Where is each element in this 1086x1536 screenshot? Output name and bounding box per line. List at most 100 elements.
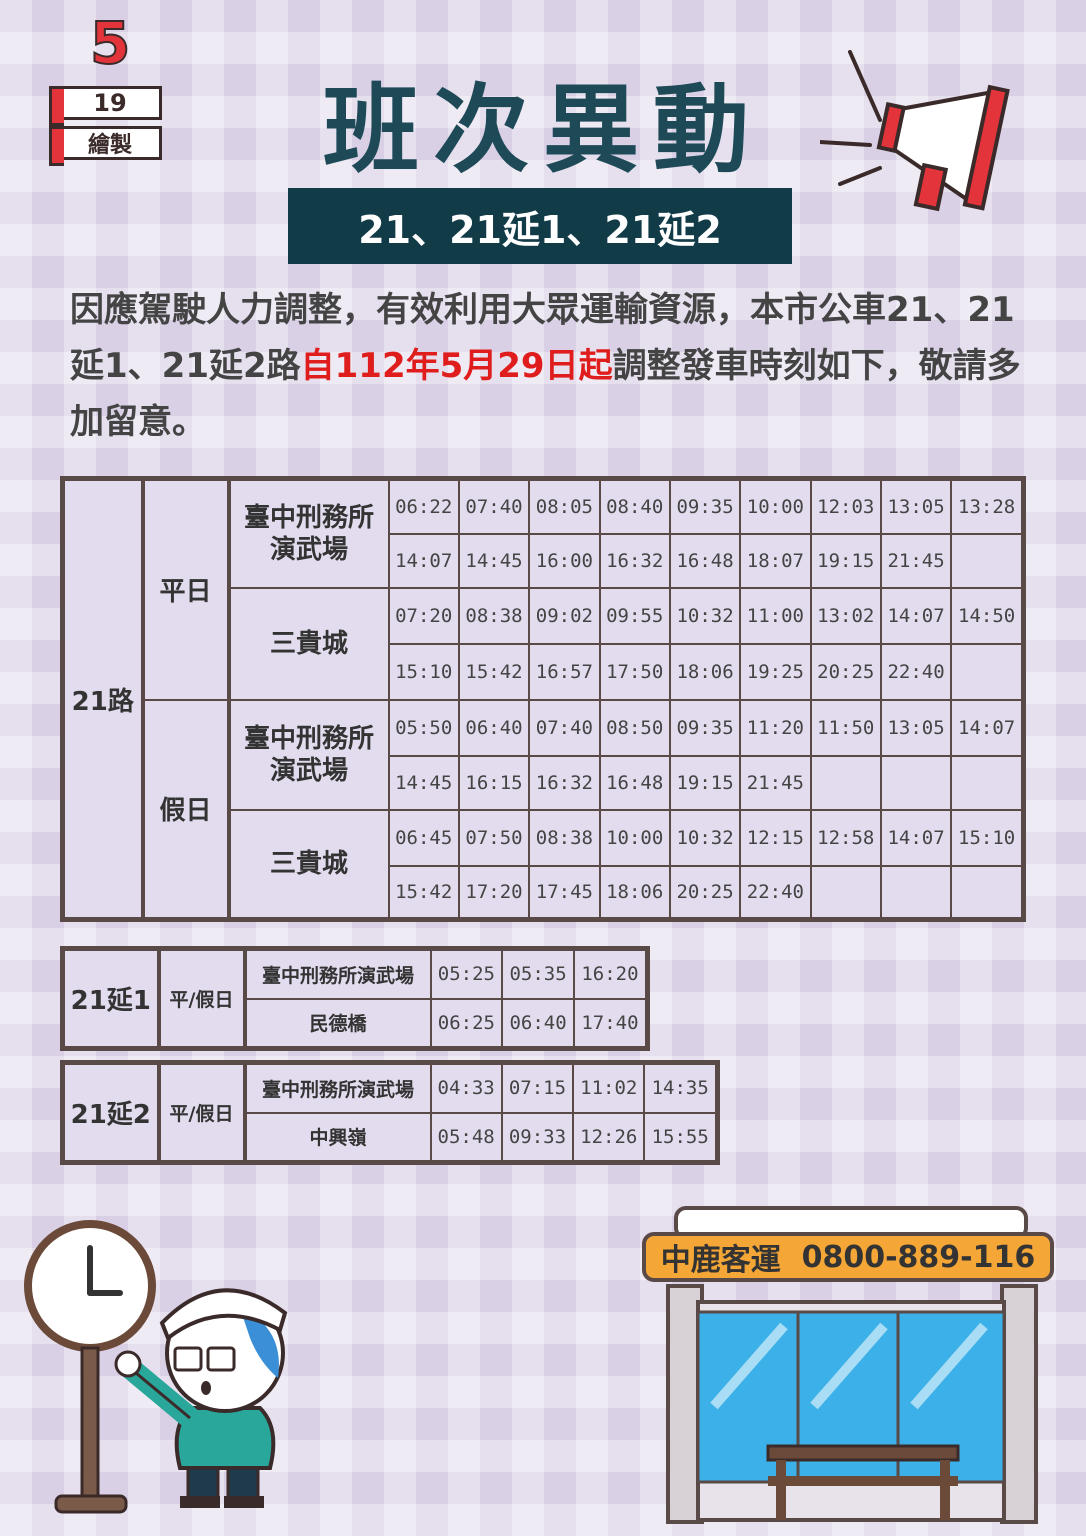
stop-name-line2: 演武場: [269, 755, 348, 786]
departure-time: 13:05: [879, 698, 953, 757]
stop-name-line1: 臺中刑務所: [243, 502, 374, 533]
departure-time: 17:40: [572, 997, 649, 1050]
departure-time: 19:25: [739, 642, 812, 701]
notice-after: 調整發車時刻如下，敬請多加留意。: [70, 346, 1021, 442]
departure-time: 05:50: [387, 698, 460, 757]
departure-time: 09:35: [668, 477, 742, 535]
departure-time: 07:15: [500, 1061, 575, 1114]
departure-time: [950, 864, 1025, 921]
departure-time: 04:33: [429, 1061, 503, 1114]
departure-time: 17:20: [457, 864, 531, 921]
departure-time: 15:10: [950, 808, 1025, 867]
day-type-label: 假日: [141, 698, 231, 921]
stop-name: 民德橋: [243, 997, 432, 1050]
departure-time: 11:20: [739, 698, 812, 757]
departure-time: [950, 754, 1025, 811]
stop-name: 臺中刑務所演武場: [227, 698, 390, 811]
departure-time: 05:35: [501, 947, 575, 1000]
worker-character: [114, 1288, 288, 1508]
badge-day: 19: [49, 86, 162, 126]
departure-time: 19:15: [809, 532, 882, 589]
route-label: 21延1: [61, 947, 161, 1050]
company-sign: 中鹿客運 0800-889-116: [642, 1232, 1054, 1282]
notice-text: 因應駕駛人力調整，有效利用大眾運輸資源，本市公車21、21延1、21延2路自11…: [70, 282, 1040, 450]
departure-time: 16:48: [598, 754, 671, 811]
departure-time: 19:15: [668, 754, 742, 811]
stop-name: 三貴城: [227, 808, 390, 921]
departure-time: 16:00: [528, 532, 601, 589]
departure-time: 10:32: [668, 586, 742, 645]
route-label: 21延2: [61, 1061, 161, 1164]
departure-time: 16:32: [528, 754, 601, 811]
departure-time: 06:45: [387, 808, 460, 867]
departure-time: 08:05: [528, 477, 601, 535]
day-type-label: 平/假日: [157, 947, 247, 1050]
day-type-label: 平日: [141, 477, 231, 701]
stop-name: 臺中刑務所演武場: [243, 1061, 432, 1114]
departure-time: 10:00: [598, 808, 671, 867]
stop-name: 中興嶺: [243, 1111, 432, 1164]
stop-name: 臺中刑務所演武場: [227, 477, 390, 589]
departure-time: 06:40: [457, 698, 531, 757]
departure-time: 16:20: [572, 947, 649, 1000]
departure-time: 20:25: [809, 642, 882, 701]
departure-time: 11:00: [739, 586, 812, 645]
megaphone-icon: [820, 50, 1010, 212]
notice-highlight: 自112年5月29日起: [300, 346, 613, 386]
departure-time: 14:07: [879, 586, 953, 645]
departure-time: [809, 864, 882, 921]
departure-time: [950, 532, 1025, 589]
departure-time: 09:02: [528, 586, 601, 645]
badge-label: 繪製: [49, 126, 162, 166]
departure-time: 16:48: [668, 532, 742, 589]
subtitle-bar: 21、21延1、21延2: [288, 188, 792, 264]
departure-time: [950, 642, 1025, 701]
departure-time: 12:15: [739, 808, 812, 867]
departure-time: 11:02: [572, 1061, 646, 1114]
departure-time: 05:48: [429, 1111, 503, 1164]
departure-time: 21:45: [879, 532, 953, 589]
departure-time: 14:45: [387, 754, 460, 811]
company-phone: 0800-889-116: [801, 1239, 1036, 1275]
departure-time: 17:50: [598, 642, 671, 701]
departure-time: 14:07: [950, 698, 1025, 757]
departure-time: 14:35: [643, 1061, 719, 1114]
departure-time: [879, 864, 953, 921]
departure-time: 16:32: [598, 532, 671, 589]
departure-time: 20:25: [668, 864, 742, 921]
departure-time: 10:00: [739, 477, 812, 535]
departure-time: 14:07: [387, 532, 460, 589]
departure-time: 07:40: [457, 477, 531, 535]
departure-time: 22:40: [739, 864, 812, 921]
departure-time: 07:50: [457, 808, 531, 867]
departure-time: 16:15: [457, 754, 531, 811]
departure-time: 06:40: [501, 997, 575, 1050]
notice-before: 因應駕駛人力調整，有效利用大眾運輸資源，本市公車21、21延1、21延2路: [70, 290, 1015, 386]
badge-month: 5: [89, 9, 131, 77]
company-name: 中鹿客運: [660, 1243, 781, 1278]
departure-time: 08:38: [457, 586, 531, 645]
departure-time: 05:25: [429, 947, 504, 1000]
page-title: 班次異動: [323, 74, 763, 186]
departure-time: [809, 754, 882, 811]
departure-time: 06:25: [429, 997, 504, 1050]
departure-time: 22:40: [879, 642, 953, 701]
stop-name-line1: 臺中刑務所: [243, 723, 374, 754]
route-label: 21路: [61, 477, 145, 921]
departure-time: 07:20: [387, 586, 460, 645]
departure-time: 15:42: [457, 642, 531, 701]
departure-time: 21:45: [739, 754, 812, 811]
departure-time: 13:02: [809, 586, 882, 645]
departure-time: [879, 754, 953, 811]
